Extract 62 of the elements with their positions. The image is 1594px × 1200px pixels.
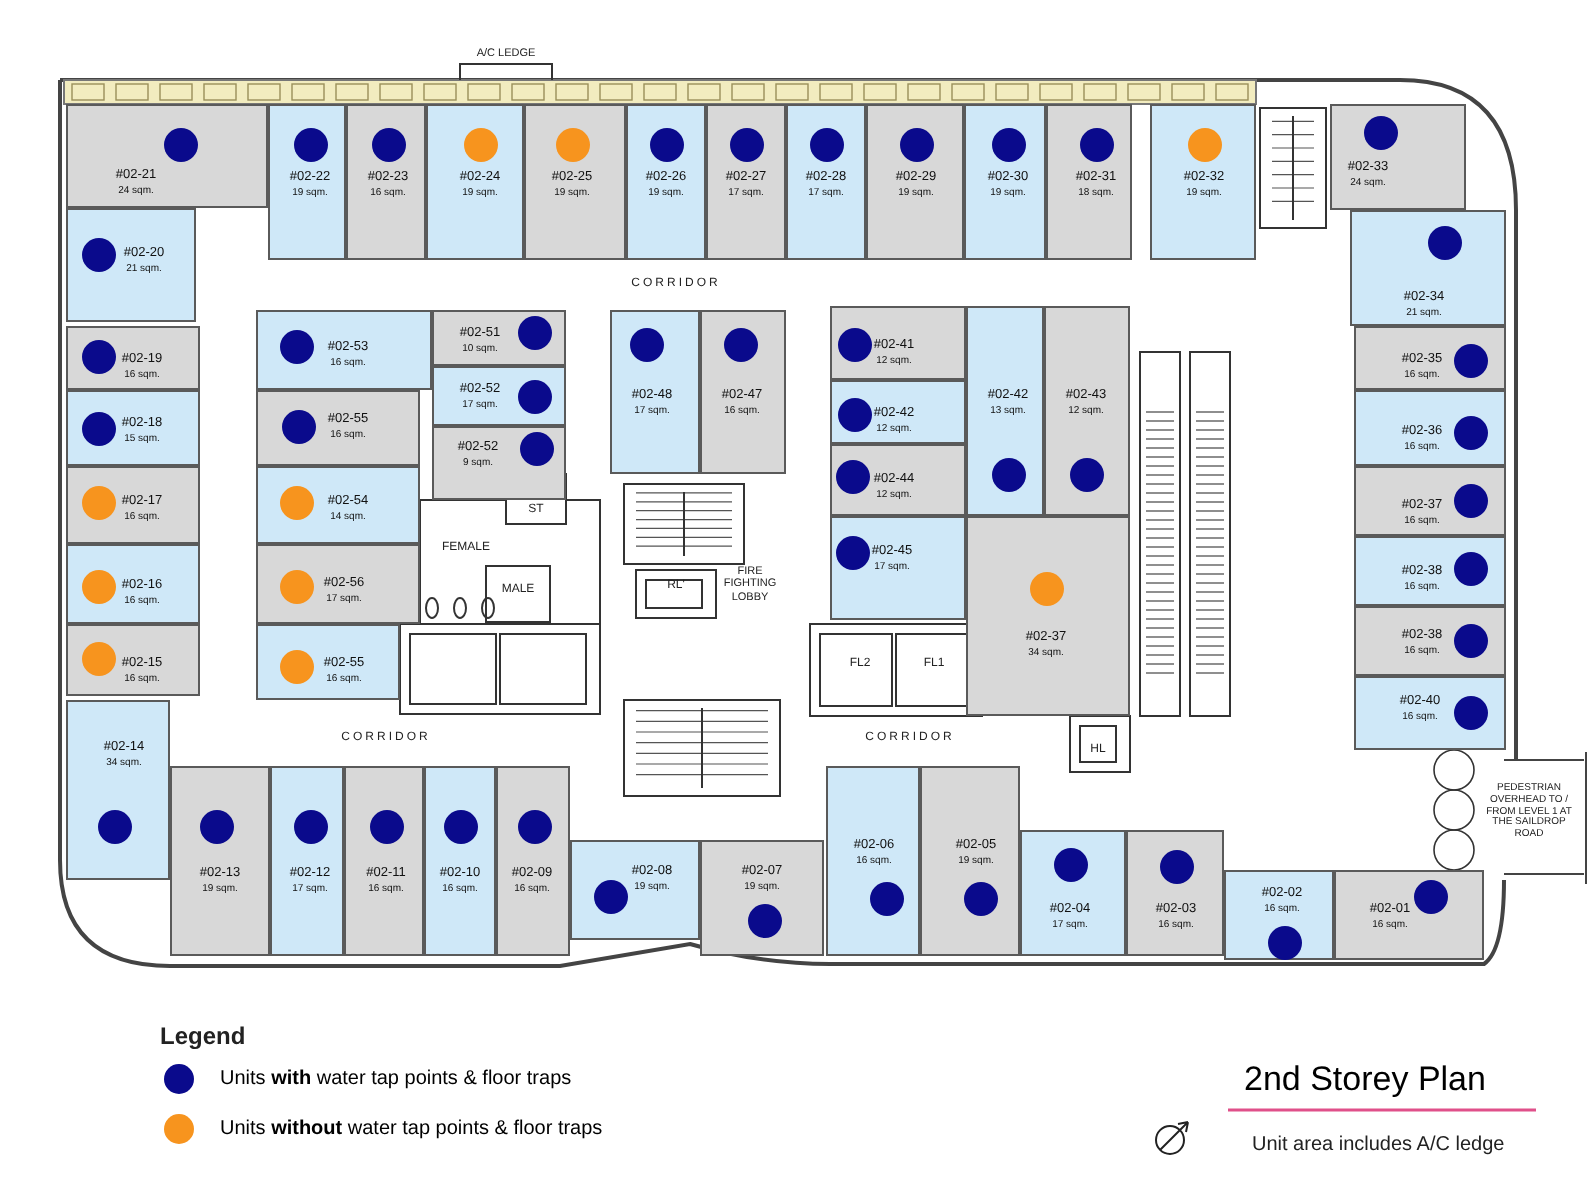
shop-unit — [700, 840, 824, 956]
shop-unit — [66, 466, 200, 544]
shop-unit — [830, 380, 966, 444]
shop-unit — [1044, 306, 1130, 516]
shop-unit — [1224, 870, 1334, 960]
shop-unit — [424, 766, 496, 956]
shop-unit — [866, 104, 964, 260]
shop-unit — [826, 766, 920, 956]
shop-unit — [966, 516, 1130, 716]
shop-unit — [1126, 830, 1224, 956]
shop-unit — [830, 444, 966, 516]
shop-unit — [256, 310, 432, 390]
shop-unit — [66, 390, 200, 466]
shop-unit — [256, 624, 400, 700]
shop-unit — [1334, 870, 1484, 960]
shop-unit — [66, 208, 196, 322]
shop-unit — [524, 104, 626, 260]
legend-heading: Legend — [160, 1024, 248, 1052]
shop-unit — [426, 104, 524, 260]
shop-unit — [66, 700, 170, 880]
shop-unit — [1354, 606, 1506, 676]
shop-unit — [66, 326, 200, 390]
shop-unit — [432, 366, 566, 426]
shop-unit — [256, 544, 420, 624]
shop-unit — [830, 516, 966, 620]
shop-unit — [570, 840, 700, 940]
shop-unit — [256, 390, 420, 466]
shop-unit — [1354, 676, 1506, 750]
shop-unit — [830, 306, 966, 380]
shop-unit — [1354, 536, 1506, 606]
shop-unit — [496, 766, 570, 956]
shop-unit — [610, 310, 700, 474]
shop-unit — [1020, 830, 1126, 956]
shop-unit — [1046, 104, 1132, 260]
shop-unit — [432, 426, 566, 500]
shop-unit — [344, 766, 424, 956]
shop-unit — [964, 104, 1046, 260]
shop-unit — [268, 104, 346, 260]
shop-unit — [700, 310, 786, 474]
shop-unit — [346, 104, 426, 260]
shop-unit — [270, 766, 344, 956]
shop-unit — [1330, 104, 1466, 210]
shop-unit — [1350, 210, 1506, 326]
shop-unit — [66, 544, 200, 624]
shop-unit — [256, 466, 420, 544]
shop-unit — [170, 766, 270, 956]
shop-unit — [432, 310, 566, 366]
shop-unit — [66, 104, 268, 208]
legend-text: Units with water tap points & floor traps — [220, 1068, 572, 1090]
shop-unit — [966, 306, 1044, 516]
shop-unit — [1354, 390, 1506, 466]
shop-unit — [1150, 104, 1256, 260]
shop-unit — [626, 104, 706, 260]
shop-unit — [786, 104, 866, 260]
legend-text: Units without water tap points & floor traps — [220, 1118, 603, 1140]
shop-unit — [1354, 326, 1506, 390]
plan-title: 2nd Storey Plan — [1244, 1060, 1486, 1100]
shop-unit — [1354, 466, 1506, 536]
shop-unit — [66, 624, 200, 696]
note-text: Unit area includes A/C ledge — [1252, 1134, 1507, 1157]
shop-unit — [706, 104, 786, 260]
shop-unit — [920, 766, 1020, 956]
